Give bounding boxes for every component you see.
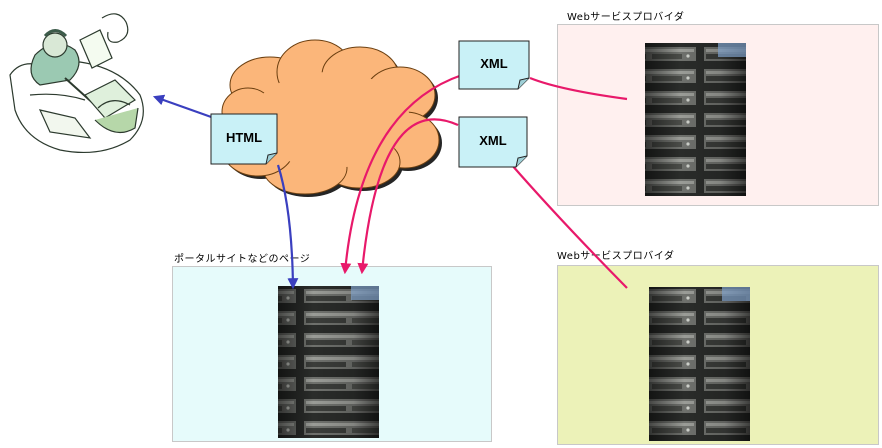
- xml-note-mid: XML: [458, 116, 528, 168]
- document-icon: [458, 40, 530, 90]
- html-note: HTML: [210, 113, 278, 165]
- xml-label: XML: [480, 56, 508, 71]
- server-rack-icon: [278, 286, 379, 438]
- provider-top-caption: Webサービスプロバイダ: [567, 12, 685, 23]
- html-label: HTML: [225, 130, 263, 145]
- document-icon: [458, 116, 528, 168]
- portal-caption: ポータルサイトなどのページ: [174, 254, 311, 265]
- provider-bottom-caption: Webサービスプロバイダ: [557, 251, 675, 262]
- document-icon: [210, 113, 278, 165]
- xml-note-top: XML: [458, 40, 530, 90]
- xml-label: XML: [479, 133, 507, 148]
- person-at-computer-icon: [9, 13, 144, 154]
- server-rack-icon: [649, 287, 750, 441]
- server-rack-icon: [645, 43, 746, 196]
